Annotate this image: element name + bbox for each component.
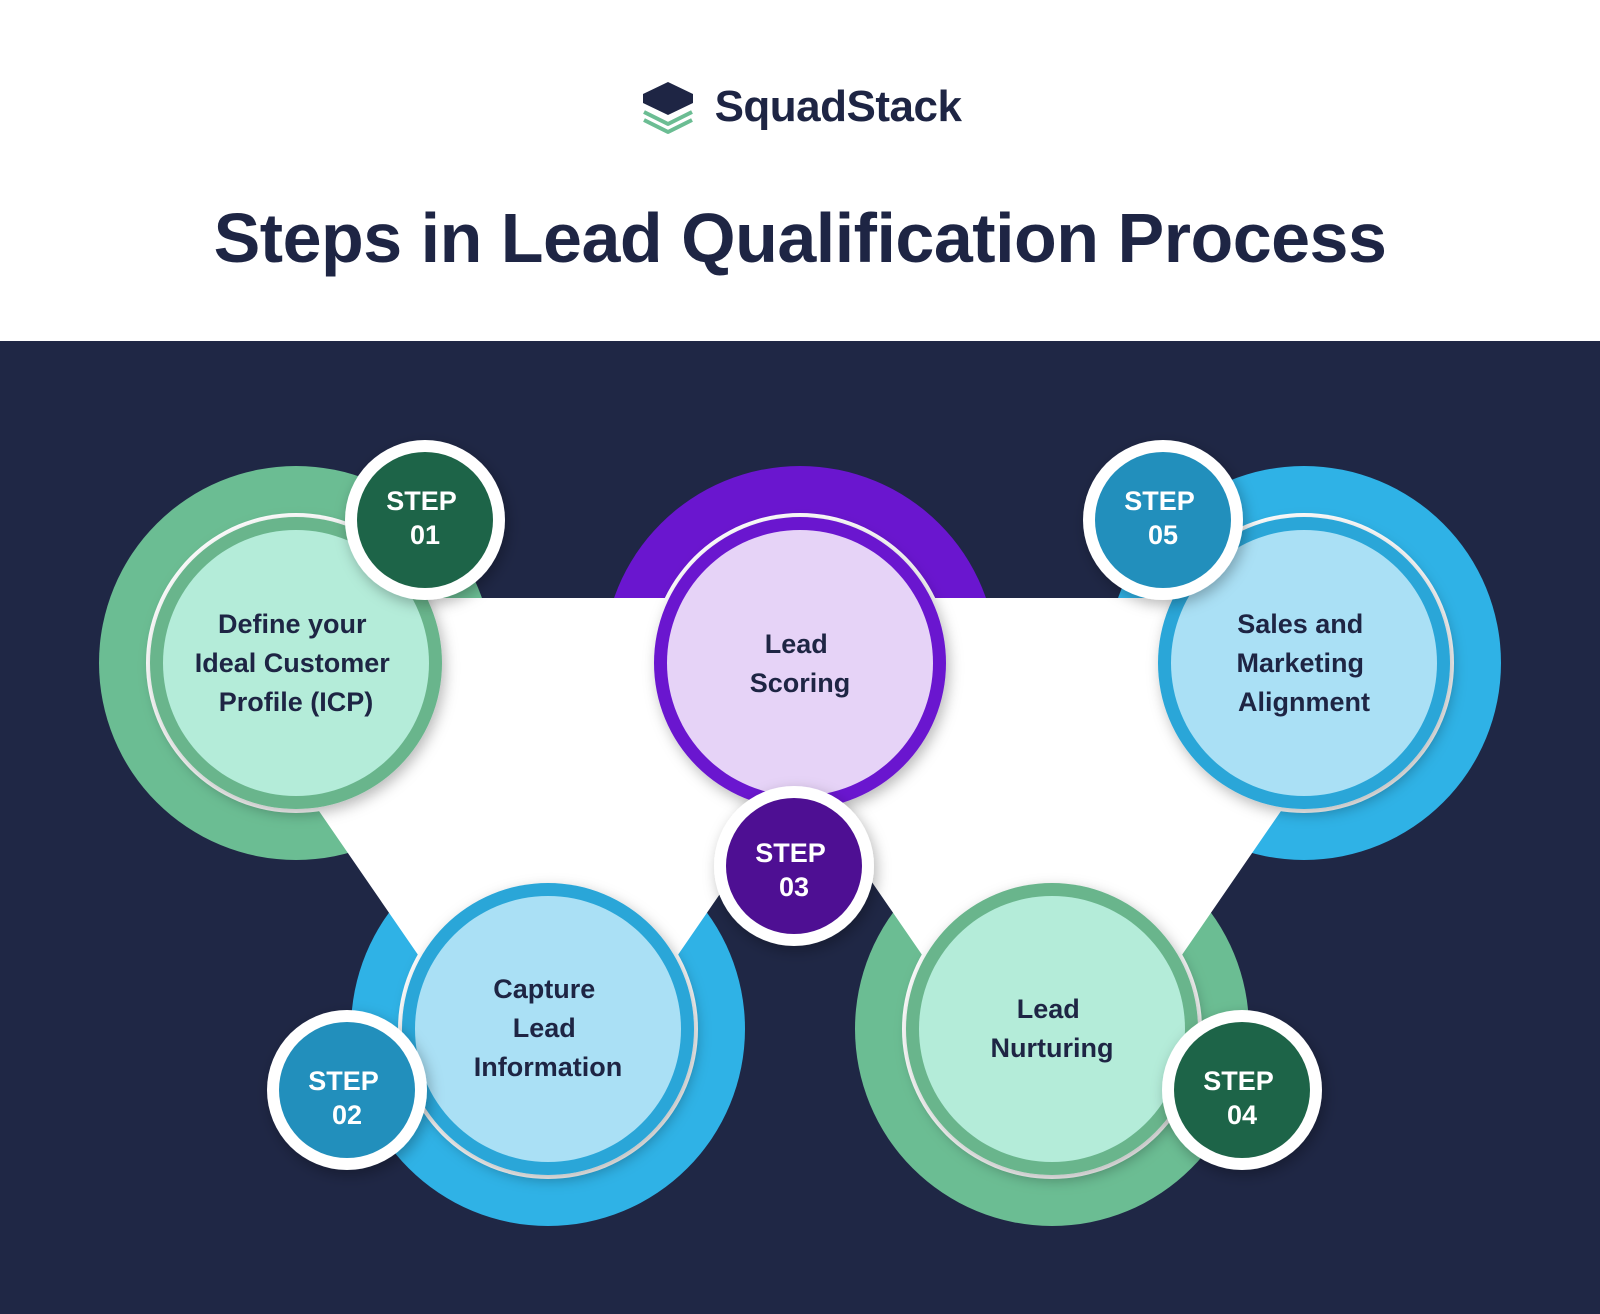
step-04-label-line2: Nurturing — [991, 1033, 1114, 1063]
diagram-panel: Define your Ideal Customer Profile (ICP)… — [0, 341, 1600, 1314]
step-04-badge: STEP 04 — [1162, 1010, 1322, 1170]
step-04-circle: Lead Nurturing — [906, 883, 1198, 1175]
step-05-label-line3: Alignment — [1238, 687, 1370, 717]
brand-logo: SquadStack — [0, 72, 1600, 142]
svg-text:Lead Nurturing: Lead Nurturing — [991, 994, 1114, 1063]
step-01-circle: Define your Ideal Customer Profile (ICP) — [150, 517, 442, 809]
svg-text:STEP 05: STEP 05 — [1124, 486, 1202, 550]
svg-text:STEP 01: STEP 01 — [386, 486, 464, 550]
step-01-label-line1: Define your — [218, 609, 367, 639]
step-04-label-line1: Lead — [1017, 994, 1080, 1024]
step-01-badge: STEP 01 — [345, 440, 505, 600]
header: SquadStack Steps in Lead Qualification P… — [0, 0, 1600, 341]
step-02-circle: Capture Lead Information — [402, 883, 694, 1175]
step-05-label-line1: Sales and — [1237, 609, 1363, 639]
step-05-label-line2: Marketing — [1236, 648, 1364, 678]
svg-text:Lead Scoring: Lead Scoring — [750, 629, 851, 698]
step-03-label-line2: Scoring — [750, 668, 851, 698]
svg-text:STEP 04: STEP 04 — [1203, 1066, 1281, 1130]
step-02-badge: STEP 02 — [267, 1010, 427, 1170]
stack-icon — [642, 82, 693, 134]
step-02-label-line3: Information — [474, 1052, 623, 1082]
svg-text:Capture Lead: Capture Lead Information — [474, 974, 623, 1082]
process-diagram: Define your Ideal Customer Profile (ICP)… — [99, 440, 1501, 1226]
svg-text:Sales and Marketing: Sales and Marketing Alignment — [1236, 609, 1371, 717]
step-01-label-line2: Ideal Customer — [195, 648, 391, 678]
step-02-label-line2: Lead — [513, 1013, 576, 1043]
step-03-circle: Lead Scoring — [654, 517, 946, 809]
step-01-label-line3: Profile (ICP) — [219, 687, 374, 717]
svg-text:STEP 02: STEP 02 — [308, 1066, 386, 1130]
page-title: Steps in Lead Qualification Process — [213, 199, 1387, 277]
svg-text:STEP 03: STEP 03 — [755, 838, 833, 902]
brand-name: SquadStack — [714, 82, 962, 131]
step-03-badge: STEP 03 — [714, 786, 874, 946]
step-03-label-line1: Lead — [765, 629, 828, 659]
step-05-badge: STEP 05 — [1083, 440, 1243, 600]
step-02-label-line1: Capture — [493, 974, 595, 1004]
step-05-circle: Sales and Marketing Alignment — [1158, 517, 1450, 809]
svg-text:Define your Ideal Cu: Define your Ideal Customer Profile (ICP) — [195, 609, 398, 717]
